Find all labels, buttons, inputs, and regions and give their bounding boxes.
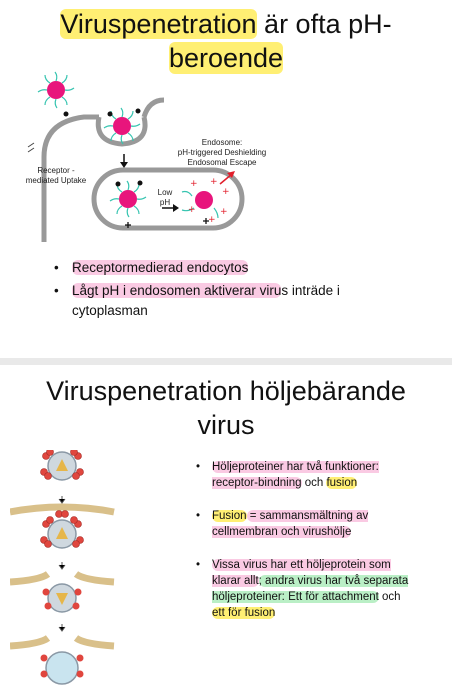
endocytosis-diagram: + + + + + + xyxy=(27,71,245,242)
bullet-item: Vissa virus har ett höljeprotein som kla… xyxy=(196,557,411,621)
svg-text:+: + xyxy=(208,215,216,225)
bullet-item: Höljeproteiner har två funktioner: recep… xyxy=(196,459,411,491)
bullet-text-rest: s inträde i cytoplasman xyxy=(72,283,340,318)
label-uptake-line2: mediated Uptake xyxy=(25,176,87,185)
bullet-text: och xyxy=(301,477,327,489)
label-uptake-line1: Receptor - xyxy=(37,166,75,175)
label-endosome-line2: pH-triggered Deshielding xyxy=(177,148,267,157)
svg-text:+: + xyxy=(220,207,228,217)
label-ph: pH xyxy=(159,198,171,207)
label-endosome-line3: Endosomal Escape xyxy=(187,158,257,167)
slide-2-title-line2: virus xyxy=(197,410,255,440)
slide-1-title: Viruspenetration är ofta pH- beroende xyxy=(0,8,452,74)
svg-text:+: + xyxy=(190,179,198,189)
bound-virus-icon xyxy=(39,509,85,549)
bullet-text-highlighted-yellow: Fusion xyxy=(212,510,247,522)
bullet-text-highlighted-yellow: ett för fusion xyxy=(212,607,276,619)
bullet-text: och xyxy=(378,591,401,603)
title-line2: beroende xyxy=(168,42,284,74)
svg-text:+: + xyxy=(188,205,196,215)
bullet-text: Receptormedierad endocytos xyxy=(72,260,249,275)
slide-1-bullets: Receptormedierad endocytos Lågt pH i end… xyxy=(54,258,344,324)
slide-2-title-line1: Viruspenetration höljebärande xyxy=(46,376,406,406)
bullet-text-highlighted: Lågt pH i endosomen aktiverar viru xyxy=(72,283,282,298)
fused-virus-icon xyxy=(40,651,84,685)
label-low: Low xyxy=(157,188,173,197)
label-receptor-uptake: Receptor - mediated Uptake xyxy=(16,166,96,186)
bullet-text-highlighted-yellow: fusion xyxy=(326,477,358,489)
title-rest: är ofta pH- xyxy=(264,9,392,39)
label-low-ph: Low pH xyxy=(153,188,177,208)
proton-plus-icons: + + + + + + xyxy=(188,177,230,225)
bullet-item: Lågt pH i endosomen aktiverar virus intr… xyxy=(54,281,344,321)
bullet-item: Fusion = sammansmältning av cellmembran … xyxy=(196,508,411,540)
fusing-virus-icon xyxy=(42,583,82,613)
bullet-item: Receptormedierad endocytos xyxy=(54,258,344,278)
slide-2-title: Viruspenetration höljebärande virus xyxy=(0,374,452,442)
fusion-diagram xyxy=(10,450,115,685)
title-highlight-word: Viruspenetration xyxy=(60,9,257,39)
slide-2-bullets: Höljeproteiner har två funktioner: recep… xyxy=(196,459,411,638)
svg-text:+: + xyxy=(210,177,218,187)
escaping-virus-icon xyxy=(181,190,219,219)
label-endosome-line1: Endosome: xyxy=(201,138,243,147)
free-enveloped-virus-icon xyxy=(39,450,85,481)
free-virus-icon xyxy=(37,71,75,109)
svg-text:+: + xyxy=(222,187,230,197)
label-endosome: Endosome: pH-triggered Deshielding Endos… xyxy=(162,138,282,168)
